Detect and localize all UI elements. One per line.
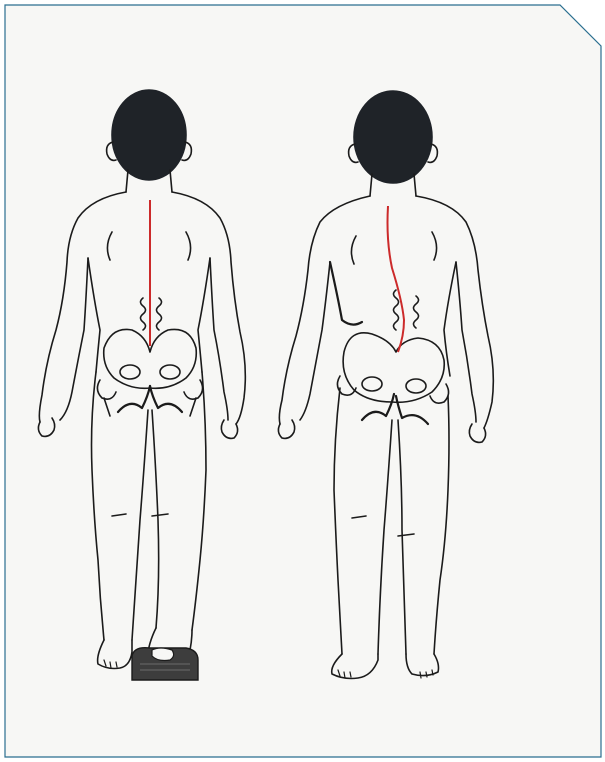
foot-block: [132, 648, 198, 680]
left-head-hair: [112, 90, 186, 180]
foot-block-heel: [152, 648, 174, 661]
right-head-hair: [354, 91, 432, 183]
